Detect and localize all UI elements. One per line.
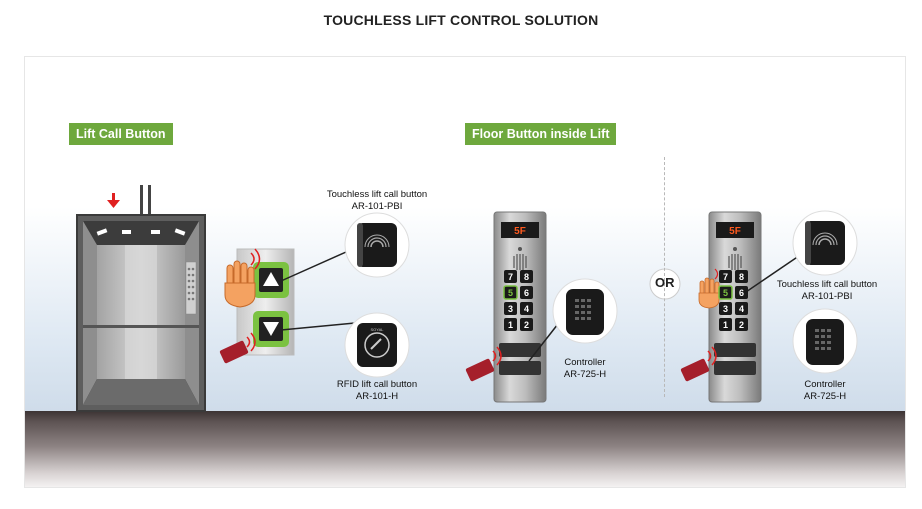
keypad-key: [735, 270, 748, 283]
lift-call-section-label: Lift Call Button: [69, 123, 173, 145]
touchless-call-label-1: Touchless lift call button AR-101-PBI: [311, 189, 443, 213]
floor-keypad-2: 7 8 5 6 3 4 1 2: [718, 270, 748, 331]
keypad-key: [735, 286, 748, 299]
keypad-key-label: 1: [508, 320, 513, 330]
lift-cabin: [76, 185, 206, 412]
keypad-key-label: 6: [739, 288, 744, 298]
keypad-key: [718, 285, 733, 300]
label-model: AR-725-H: [563, 369, 607, 380]
keypad-key-label: 5: [508, 288, 513, 298]
floor-display-1: 5F: [514, 226, 526, 237]
page-title: TOUCHLESS LIFT CONTROL SOLUTION: [323, 12, 599, 28]
touchless-reader-icon: [344, 212, 410, 278]
label-text: Touchless lift call button: [326, 189, 428, 200]
keypad-key: [520, 318, 533, 331]
or-label: OR: [655, 275, 675, 290]
up-arrow-icon: [263, 272, 279, 286]
keypad-key-label: 2: [739, 320, 744, 330]
keypad-key: [719, 270, 732, 283]
floor-button-section-label: Floor Button inside Lift: [465, 123, 617, 145]
or-badge: [649, 268, 681, 300]
rfid-card-icon: [465, 346, 502, 382]
keypad-key: [504, 302, 517, 315]
keypad-key: [719, 302, 732, 315]
controller-label-2: Controller AR-725-H: [785, 379, 865, 403]
keypad-key-label: 5: [723, 288, 728, 298]
label-text: RFID lift call button: [336, 379, 418, 390]
keypad-key-label: 1: [723, 320, 728, 330]
divider: [664, 157, 665, 397]
keypad-key-label: 2: [524, 320, 529, 330]
call-button-panel: [236, 248, 295, 356]
touchless-call-label-2: Touchless lift call button AR-101-PBI: [765, 279, 889, 303]
hand-icon: [224, 248, 261, 308]
rfid-call-label: RFID lift call button AR-101-H: [315, 379, 439, 403]
keypad-key-label: 8: [739, 272, 744, 282]
keypad-key-label: 3: [508, 304, 513, 314]
diagram-panel: SOYAL: [24, 56, 906, 488]
keypad-key-label: 6: [524, 288, 529, 298]
keypad-key-label: 3: [723, 304, 728, 314]
keypad-key: [504, 318, 517, 331]
keypad-key-label: 7: [508, 272, 513, 282]
label-text: Controller: [564, 357, 606, 368]
keypad-key-label: 4: [739, 304, 744, 314]
controller-reader-icon: [552, 278, 618, 344]
down-triangle-icon: [263, 322, 279, 336]
keypad-key: [719, 318, 732, 331]
keypad-key: [735, 302, 748, 315]
keypad-key: [520, 270, 533, 283]
label-text: Controller: [804, 379, 846, 390]
keypad-key: [520, 286, 533, 299]
rfid-card-icon: [680, 346, 717, 382]
svg-text:SOYAL: SOYAL: [370, 327, 384, 332]
rfid-card-icon: [219, 332, 256, 364]
hand-icon: [698, 268, 720, 309]
keypad-key: [520, 302, 533, 315]
keypad-key-label: 7: [723, 272, 728, 282]
floor: [25, 411, 905, 487]
keypad-key: [503, 285, 518, 300]
touchless-reader-icon: [792, 210, 858, 276]
diagram-graphics: SOYAL: [76, 185, 858, 412]
label-model: AR-725-H: [803, 391, 847, 402]
rfid-reader-icon: SOYAL: [344, 312, 410, 378]
label-model: AR-101-PBI: [801, 291, 853, 302]
keypad-key: [735, 318, 748, 331]
keypad-key-label: 4: [524, 304, 529, 314]
controller-label-1: Controller AR-725-H: [545, 357, 625, 381]
keypad-key: [504, 270, 517, 283]
floor-display-2: 5F: [729, 226, 741, 237]
label-model: AR-101-H: [355, 391, 399, 402]
label-model: AR-101-PBI: [351, 201, 403, 212]
controller-reader-icon: [792, 308, 858, 374]
down-arrow-icon: [107, 193, 120, 208]
keypad-key-label: 8: [524, 272, 529, 282]
floor-keypad-1: 7 8 5 6 3 4 1 2: [503, 270, 533, 331]
label-text: Touchless lift call button: [776, 279, 878, 290]
